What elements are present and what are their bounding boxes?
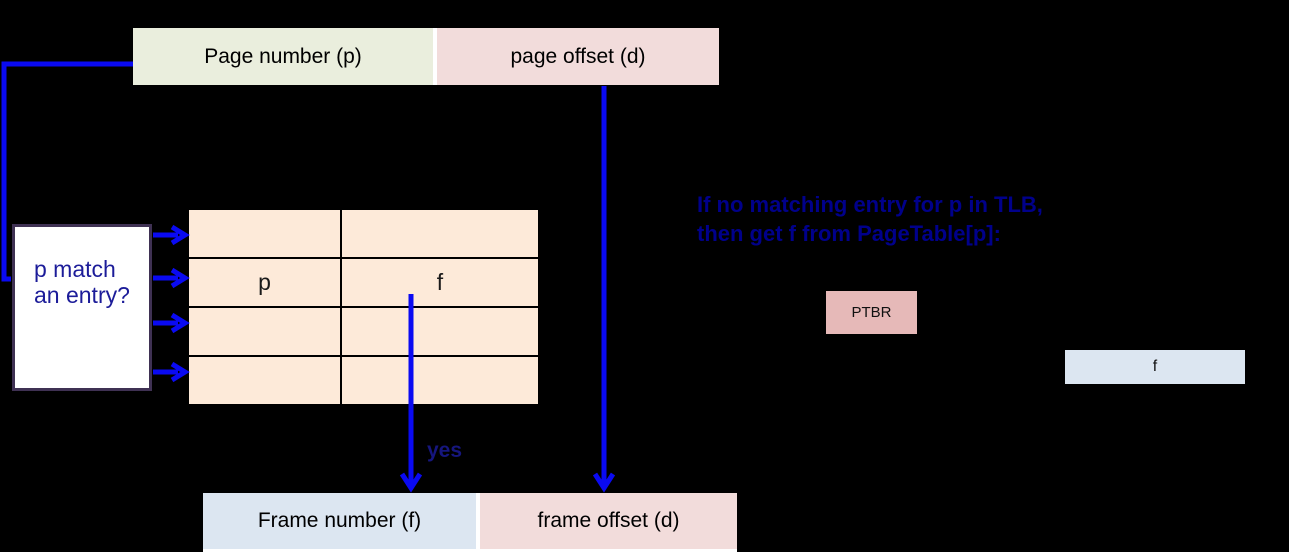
- tlb-row: [187, 306, 540, 357]
- tlb-hit-label: yes: [427, 439, 463, 462]
- tlb-miss-note-line1: If no matching entry for p in TLB,: [697, 192, 1043, 217]
- tlb-row: [187, 208, 540, 259]
- tlb-cell: [187, 306, 342, 357]
- page-offset-label: page offset (d): [510, 44, 646, 68]
- tlb-cell: [187, 208, 342, 259]
- tlb-miss-note: If no matching entry for p in TLB, then …: [697, 190, 1043, 248]
- tlb-cell-p: p: [187, 257, 342, 308]
- tlb-lookup-arrow-3: [153, 312, 190, 334]
- page-number-box: Page number (p): [133, 28, 433, 85]
- tlb-row: [187, 355, 540, 406]
- tlb-row: p f: [187, 257, 540, 308]
- tlb-cell-f: f: [340, 257, 540, 308]
- tlb-table: p f: [187, 208, 540, 406]
- frame-number-box: Frame number (f): [203, 493, 476, 549]
- page-offset-arrow: [592, 86, 616, 493]
- page-number-label: Page number (p): [204, 44, 362, 68]
- match-question-line1: p match: [34, 256, 116, 282]
- virtual-address-boxes: Page number (p) page offset (d): [133, 28, 719, 85]
- page-offset-box: page offset (d): [437, 28, 719, 85]
- tlb-lookup-arrow-4: [153, 361, 190, 383]
- frame-offset-box: frame offset (d): [480, 493, 737, 549]
- physical-address-boxes: Frame number (f) frame offset (d): [203, 493, 737, 552]
- ptbr-label: PTBR: [851, 304, 892, 321]
- frame-number-label: Frame number (f): [257, 509, 422, 532]
- tlb-cell: [340, 208, 540, 259]
- tlb-cell: [340, 306, 540, 357]
- page-table-frame-label: f: [1152, 358, 1158, 375]
- tlb-match-question-box: p match an entry?: [12, 224, 152, 391]
- ptbr-box: PTBR: [826, 291, 917, 334]
- tlb-lookup-arrow-1: [153, 224, 190, 246]
- physical-address-divider: [476, 493, 480, 549]
- tlb-miss-note-line2: then get f from PageTable[p]:: [697, 221, 1001, 246]
- tlb-lookup-arrow-2: [153, 267, 190, 289]
- tlb-cell: [340, 355, 540, 406]
- page-table-frame-box: f: [1065, 350, 1245, 384]
- match-question-line2: an entry?: [34, 282, 130, 308]
- frame-offset-label: frame offset (d): [537, 509, 680, 532]
- tlb-cell: [187, 355, 342, 406]
- virtual-address-divider: [433, 28, 437, 85]
